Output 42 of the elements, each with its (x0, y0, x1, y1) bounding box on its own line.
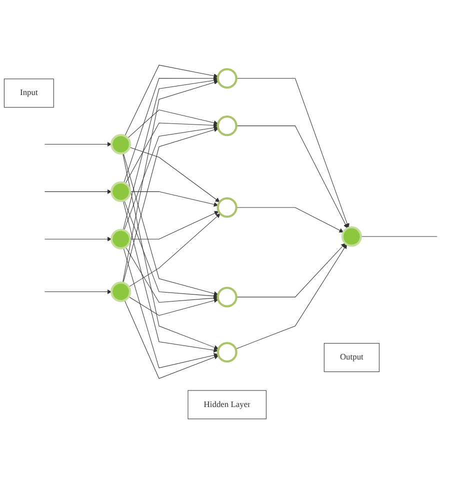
arrow (44, 236, 112, 242)
arrow (125, 246, 218, 303)
arrow (123, 152, 218, 296)
arrow (122, 200, 218, 352)
node-box: Input (4, 78, 54, 108)
node-circle (110, 181, 132, 202)
arrow (122, 128, 218, 284)
arrow (130, 191, 218, 207)
arrow (123, 248, 218, 368)
arrow (124, 300, 219, 379)
arrow (122, 153, 219, 350)
arrow (44, 142, 112, 147)
arrow (124, 200, 218, 298)
arrow (124, 64, 218, 136)
arrow (129, 146, 220, 202)
node-box: Output (324, 343, 380, 372)
arrow (236, 78, 350, 228)
arrow (44, 189, 112, 194)
arrow (44, 289, 112, 294)
node-circle (110, 282, 132, 302)
arrow (122, 80, 218, 284)
node-circle (216, 342, 238, 363)
node-circle (110, 134, 132, 155)
arrow (128, 296, 218, 316)
node-circle (216, 68, 238, 89)
arrow (236, 207, 344, 232)
node-box: Hidden Layer (188, 390, 266, 420)
arrow (122, 78, 218, 230)
arrow (125, 122, 218, 184)
node-circle (216, 197, 238, 218)
node-circle (110, 228, 132, 250)
node-circle (216, 116, 238, 136)
arrow (236, 243, 346, 298)
arrow (236, 126, 348, 228)
node-circle (341, 226, 362, 247)
arrow (235, 244, 347, 350)
arrow (124, 126, 218, 231)
arrow (128, 213, 220, 288)
arrow (124, 76, 218, 184)
arrow (130, 211, 219, 240)
node-circle (216, 286, 238, 308)
arrow (127, 110, 218, 138)
